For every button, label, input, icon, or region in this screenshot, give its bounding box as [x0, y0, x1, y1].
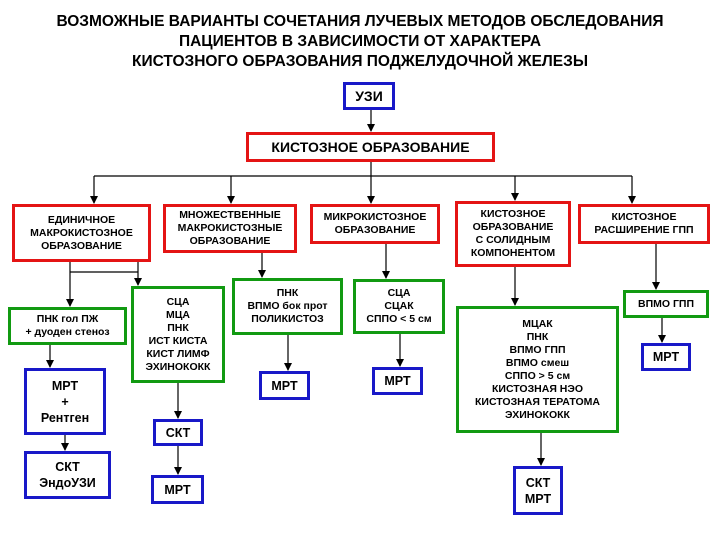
title-line-2: ПАЦИЕНТОВ В ЗАВИСИМОСТИ ОТ ХАРАКТЕРА	[178, 33, 542, 50]
node-skt-endo-uzi-line: ЭндоУЗИ	[39, 476, 96, 490]
node-single-macrocystic-line: МАКРОКИСТОЗНОЕ	[30, 226, 133, 239]
node-microcystic-line: ОБРАЗОВАНИЕ	[334, 224, 416, 236]
node-mrt-xray-line: Рентген	[40, 410, 90, 425]
node-multiple-macrocystic-line: МАКРОКИСТОЗНЫЕ	[177, 222, 283, 234]
node-multiple-macrocystic-line: МНОЖЕСТВЕННЫЕ	[179, 209, 281, 221]
node-skt-endo-uzi: СКТ ЭндоУЗИ	[24, 451, 111, 499]
node-micro-diagnoses-line: СЦАК	[384, 300, 414, 312]
node-single-diagnoses-line: ЭХИНОКОКК	[145, 360, 211, 373]
node-duct-diagnoses: ВПМО ГПП	[623, 290, 709, 318]
node-cyst-solid-component-line: КИСТОЗНОЕ	[480, 208, 546, 220]
node-mrt-multiple: МРТ	[259, 371, 310, 400]
node-cyst-solid-component-line: ОБРАЗОВАНИЕ	[472, 221, 554, 233]
node-micro-diagnoses-line: СЦА	[387, 287, 411, 299]
title-line-1: ВОЗМОЖНЫЕ ВАРИАНТЫ СОЧЕТАНИЯ ЛУЧЕВЫХ МЕТ…	[56, 13, 664, 30]
node-mrt-duct-line: МРТ	[652, 350, 680, 364]
node-solid-diagnoses-line: КИСТОЗНАЯ НЭО	[491, 382, 584, 395]
node-skt-mrt-solid-line: МРТ	[524, 491, 552, 506]
node-multiple-diagnoses-line: ВПМО бок прот	[247, 300, 328, 312]
node-mrt-duct: МРТ	[641, 343, 691, 371]
node-cyst-solid-component-line: КОМПОНЕНТОМ	[470, 247, 556, 259]
node-single-diagnoses-line: КИСТ ЛИМФ	[146, 347, 210, 360]
node-solid-diagnoses-line: ВПМО ГПП	[509, 343, 566, 356]
node-cystic-duct-dilation-line: РАСШИРЕНИЕ ГПП	[594, 224, 694, 236]
node-single-macrocystic-line: ОБРАЗОВАНИЕ	[41, 239, 122, 252]
node-cyst-formation-line: КИСТОЗНОЕ ОБРАЗОВАНИЕ	[271, 138, 470, 155]
node-mrt-xray-line: +	[61, 394, 69, 409]
node-mrt-single-line: МРТ	[164, 482, 191, 497]
node-mrt-single: МРТ	[151, 475, 204, 504]
node-mrt-micro-line: МРТ	[384, 374, 411, 388]
node-uzi: УЗИ	[343, 82, 395, 110]
node-skt-mrt-solid-line: СКТ	[525, 475, 551, 490]
node-cyst-formation: КИСТОЗНОЕ ОБРАЗОВАНИЕ	[246, 132, 495, 162]
node-pnk-head-line: ПНК гол ПЖ	[36, 313, 99, 325]
node-single-diagnoses-line: ПНК	[167, 321, 189, 334]
node-cyst-solid-component-line: С СОЛИДНЫМ	[475, 234, 551, 246]
node-uzi-line: УЗИ	[355, 87, 383, 104]
node-solid-diagnoses-line: МЦАК	[522, 317, 553, 330]
node-solid-diagnoses-line: ПНК	[526, 330, 549, 343]
node-single-macrocystic-line: ЕДИНИЧНОЕ	[47, 213, 116, 226]
node-mrt-micro: МРТ	[372, 367, 423, 395]
node-skt-endo-uzi-line: СКТ	[55, 460, 80, 474]
node-pnk-head-line: + дуоден стеноз	[25, 326, 110, 338]
node-mrt-xray-line: МРТ	[51, 378, 79, 393]
node-solid-diagnoses-line: ЭХИНОКОКК	[505, 408, 570, 421]
node-solid-diagnoses-line: СППО > 5 см	[504, 369, 571, 382]
node-mrt-multiple-line: МРТ	[271, 378, 298, 393]
title-line-3: КИСТОЗНОГО ОБРАЗОВАНИЯ ПОДЖЕЛУДОЧНОЙ ЖЕЛ…	[131, 53, 589, 70]
node-single-diagnoses-line: ИСТ КИСТА	[148, 334, 208, 347]
node-cystic-duct-dilation-line: КИСТОЗНОЕ	[611, 211, 677, 223]
node-solid-diagnoses-line: КИСТОЗНАЯ ТЕРАТОМА	[474, 395, 600, 408]
node-microcystic-line: МИКРОКИСТОЗНОЕ	[323, 211, 427, 223]
node-multiple-macrocystic-line: ОБРАЗОВАНИЕ	[189, 235, 271, 247]
node-multiple-diagnoses-line: ПОЛИКИСТОЗ	[251, 313, 324, 325]
node-single-diagnoses-line: МЦА	[166, 308, 190, 321]
diagram-title: ВОЗМОЖНЫЕ ВАРИАНТЫ СОЧЕТАНИЯ ЛУЧЕВЫХ МЕТ…	[0, 12, 720, 72]
node-duct-diagnoses-line: ВПМО ГПП	[637, 297, 694, 310]
node-mrt-xray: МРТ+Рентген	[24, 368, 106, 435]
node-single-diagnoses-line: СЦА	[166, 295, 190, 308]
node-skt-single: СКТ	[153, 419, 203, 446]
node-micro-diagnoses-line: СППО < 5 см	[366, 313, 432, 325]
node-solid-diagnoses-line: ВПМО смеш	[505, 356, 570, 369]
node-multiple-diagnoses-line: ПНК	[276, 287, 299, 299]
node-skt-single-line: СКТ	[165, 425, 191, 440]
node-pnk-head: ПНК гол ПЖ+ дуоден стеноз	[8, 307, 127, 345]
